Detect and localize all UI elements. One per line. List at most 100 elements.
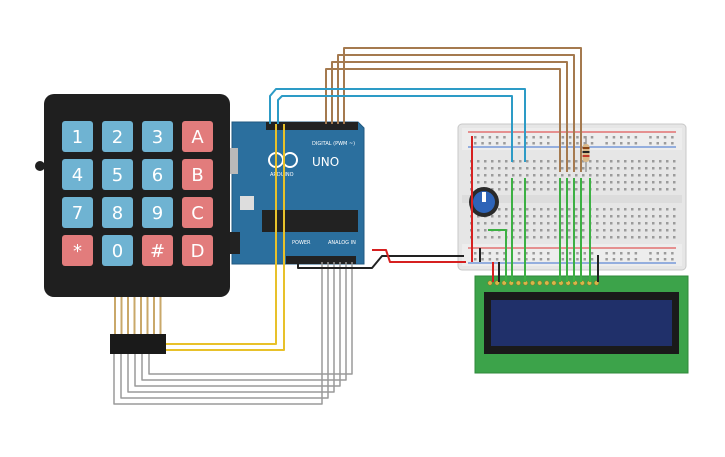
keypad-key-face[interactable] — [182, 159, 213, 190]
rail-hole — [568, 136, 572, 139]
keypad-key[interactable]: 3 — [142, 121, 173, 152]
keypad-key-face[interactable] — [182, 121, 213, 152]
breadboard-hole — [505, 174, 508, 177]
rail-hole — [612, 258, 616, 261]
wire-yellow — [164, 124, 285, 351]
keypad-key[interactable]: 9 — [142, 197, 173, 228]
keypad-key-face[interactable] — [142, 235, 173, 266]
keypad-key-face[interactable] — [142, 159, 173, 190]
breadboard-hole — [512, 160, 515, 163]
keypad-key-label: 7 — [72, 203, 83, 224]
keypad-key[interactable]: B — [182, 159, 213, 190]
power-header-label: POWER — [292, 240, 311, 246]
atmega-chip — [262, 210, 358, 232]
keypad-key[interactable]: 6 — [142, 159, 173, 190]
keypad-key[interactable]: # — [142, 235, 173, 266]
breadboard-hole — [638, 160, 641, 163]
resistor-band — [582, 155, 590, 157]
breadboard-hole — [596, 236, 599, 239]
reset-button[interactable] — [240, 196, 254, 210]
breadboard-hole — [603, 174, 606, 177]
keypad-key-face[interactable] — [62, 159, 93, 190]
breadboard-hole — [666, 215, 669, 218]
potentiometer[interactable] — [469, 187, 499, 217]
keypad-key-face[interactable] — [62, 197, 93, 228]
wire-black — [297, 255, 464, 269]
keypad-key-label: 6 — [152, 165, 163, 186]
keypad-key-face[interactable] — [182, 235, 213, 266]
rail-hole — [576, 142, 579, 145]
breadboard-hole — [491, 160, 494, 163]
keypad-key-face[interactable] — [62, 121, 93, 152]
breadboard-hole — [645, 208, 648, 211]
keypad-key-face[interactable] — [142, 121, 173, 152]
breadboard-hole — [610, 208, 613, 211]
breadboard-hole — [484, 167, 487, 170]
breadboard-hole — [596, 174, 599, 177]
breadboard-hole — [547, 174, 550, 177]
breadboard-hole — [505, 188, 508, 191]
rail-hole — [671, 142, 674, 145]
breadboard-hole — [596, 160, 599, 163]
breadboard-hole — [617, 181, 620, 184]
breadboard-hole — [638, 181, 641, 184]
breadboard-hole — [575, 167, 578, 170]
breadboard-hole — [498, 222, 501, 225]
rail-hole — [612, 252, 616, 255]
rail-hole — [583, 142, 586, 145]
keypad-key[interactable]: C — [182, 197, 213, 228]
keypad-key[interactable]: 4 — [62, 159, 93, 190]
breadboard-hole — [554, 236, 557, 239]
keypad-key-face[interactable] — [102, 159, 133, 190]
breadboard-hole — [547, 215, 550, 218]
rail-hole — [488, 258, 492, 261]
breadboard-hole — [603, 236, 606, 239]
breadboard-hole — [561, 215, 564, 218]
keypad-key[interactable]: D — [182, 235, 213, 266]
keypad-key[interactable]: A — [182, 121, 213, 152]
breadboard-hole — [554, 167, 557, 170]
breadboard-hole — [575, 181, 578, 184]
rail-hole — [671, 136, 674, 139]
rail-hole — [627, 258, 630, 261]
keypad-key[interactable]: 1 — [62, 121, 93, 152]
breadboard-hole — [519, 208, 522, 211]
breadboard-hole — [568, 215, 571, 218]
rail-hole — [649, 136, 652, 139]
breadboard-hole — [491, 174, 494, 177]
breadboard-hole — [638, 208, 641, 211]
keypad-key-face[interactable] — [182, 197, 213, 228]
keypad-key-face[interactable] — [102, 121, 133, 152]
rail-hole — [495, 136, 499, 139]
breadboard-hole — [477, 236, 480, 239]
rail-hole — [532, 142, 535, 145]
keypad-key-face[interactable] — [142, 197, 173, 228]
keypad-key[interactable]: 0 — [102, 235, 133, 266]
breadboard-hole — [610, 229, 613, 232]
keypad-key[interactable]: 7 — [62, 197, 93, 228]
breadboard-hole — [484, 236, 487, 239]
keypad-key[interactable]: 5 — [102, 159, 133, 190]
keypad-key[interactable]: 8 — [102, 197, 133, 228]
breadboard-hole — [561, 208, 564, 211]
rail-hole — [525, 258, 528, 261]
rail-hole — [568, 252, 572, 255]
breadboard-hole — [547, 229, 550, 232]
keypad-key-face[interactable] — [102, 235, 133, 266]
rail-hole — [620, 136, 623, 139]
keypad-key-label: 0 — [112, 241, 123, 262]
keypad-key[interactable]: 2 — [102, 121, 133, 152]
rail-hole — [561, 136, 565, 139]
rail-hole — [620, 252, 623, 255]
keypad-key[interactable]: * — [62, 235, 93, 266]
breadboard-hole — [666, 229, 669, 232]
breadboard-hole — [666, 160, 669, 163]
keypad-key-face[interactable] — [62, 235, 93, 266]
breadboard-hole — [638, 236, 641, 239]
breadboard-hole — [610, 181, 613, 184]
keypad-key-face[interactable] — [102, 197, 133, 228]
breadboard-hole — [540, 167, 543, 170]
resistor[interactable] — [582, 136, 590, 172]
